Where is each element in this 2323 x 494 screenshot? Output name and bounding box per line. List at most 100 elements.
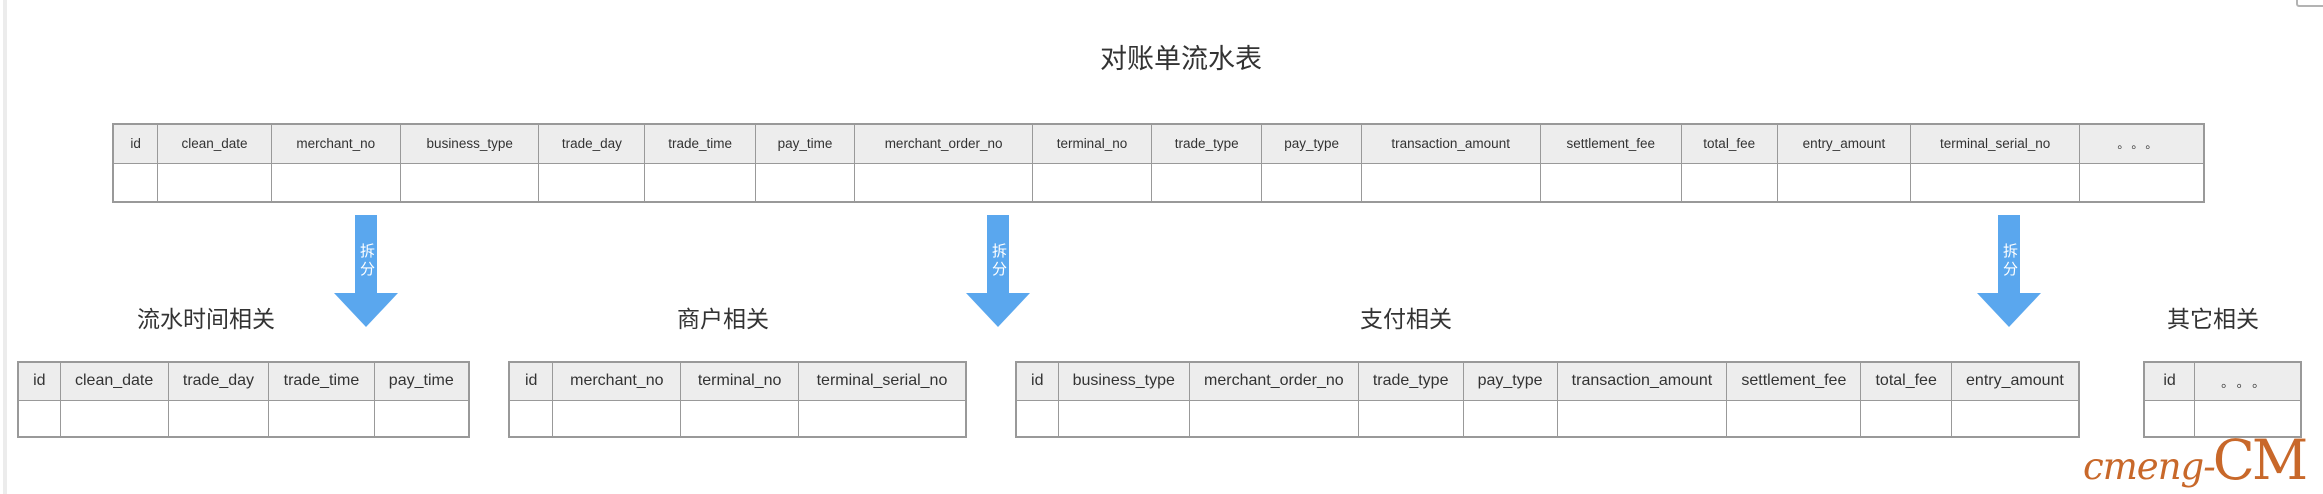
- column-header: trade_type: [1150, 123, 1263, 164]
- watermark-suffix: CM: [2212, 428, 2308, 492]
- empty-cell: [680, 399, 799, 438]
- column-header: pay_type: [1261, 123, 1362, 164]
- empty-cell: [1680, 162, 1778, 203]
- empty-cell: [1860, 399, 1952, 438]
- empty-cell: [17, 399, 61, 438]
- subtable-title-pay: 支付相关: [1360, 306, 1452, 332]
- watermark-prefix: cmeng-: [2083, 445, 2216, 488]
- empty-cell: [1556, 399, 1728, 438]
- split-arrow: 拆分: [334, 215, 398, 327]
- column-header: id: [112, 123, 159, 164]
- empty-cell: [59, 399, 169, 438]
- column-header: merchant_no: [552, 361, 682, 401]
- arrow-head-icon: [334, 293, 398, 327]
- empty-cell: [1950, 399, 2080, 438]
- empty-cell: [157, 162, 272, 203]
- column-header: terminal_serial_no: [1910, 123, 2080, 164]
- column-header: pay_type: [1462, 361, 1558, 401]
- column-header: merchant_order_no: [854, 123, 1033, 164]
- split-arrow-label: 拆分: [990, 243, 1007, 279]
- column-header: 。。。: [2078, 123, 2205, 164]
- column-header: merchant_order_no: [1188, 361, 1359, 401]
- column-header: pay_time: [373, 361, 470, 401]
- empty-cell: [1057, 399, 1190, 438]
- diagram-title: 对账单流水表: [1100, 44, 1262, 74]
- empty-cell: [1462, 399, 1558, 438]
- column-header: id: [508, 361, 554, 401]
- empty-cell: [1910, 162, 2080, 203]
- column-header: trade_day: [167, 361, 270, 401]
- split-arrow-label: 拆分: [358, 243, 375, 279]
- arrow-shaft: 拆分: [987, 215, 1009, 293]
- arrow-head-icon: [1977, 293, 2041, 327]
- column-header: total_fee: [1680, 123, 1778, 164]
- split-arrow-label: 拆分: [2001, 243, 2018, 279]
- empty-cell: [508, 399, 554, 438]
- column-header: pay_time: [754, 123, 856, 164]
- column-header: entry_amount: [1950, 361, 2080, 401]
- arrow-shaft: 拆分: [355, 215, 377, 293]
- empty-cell: [854, 162, 1033, 203]
- column-header: clean_date: [157, 123, 272, 164]
- empty-cell: [1150, 162, 1263, 203]
- column-header: transaction_amount: [1556, 361, 1728, 401]
- column-header: terminal_no: [680, 361, 799, 401]
- column-header: trade_time: [268, 361, 375, 401]
- column-header: business_type: [399, 123, 540, 164]
- empty-cell: [2194, 399, 2302, 438]
- empty-cell: [268, 399, 375, 438]
- arrow-head-icon: [966, 293, 1030, 327]
- split-arrow: 拆分: [1977, 215, 2041, 327]
- column-header: business_type: [1057, 361, 1190, 401]
- column-header: trade_time: [644, 123, 756, 164]
- empty-cell: [373, 399, 470, 438]
- top-right-box-fragment: [2296, 0, 2323, 7]
- column-header: id: [17, 361, 61, 401]
- column-header: settlement_fee: [1726, 361, 1862, 401]
- empty-cell: [1032, 162, 1152, 203]
- empty-cell: [399, 162, 540, 203]
- empty-cell: [1261, 162, 1362, 203]
- column-header: merchant_no: [270, 123, 401, 164]
- empty-cell: [644, 162, 756, 203]
- empty-cell: [797, 399, 967, 438]
- column-header: trade_type: [1357, 361, 1464, 401]
- empty-cell: [1015, 399, 1059, 438]
- empty-cell: [1357, 399, 1464, 438]
- empty-cell: [1776, 162, 1912, 203]
- empty-cell: [270, 162, 401, 203]
- empty-cell: [1188, 399, 1359, 438]
- split-arrow: 拆分: [966, 215, 1030, 327]
- empty-cell: [112, 162, 159, 203]
- watermark: cmeng- CM: [2083, 428, 2308, 492]
- column-header: 。。。: [2194, 361, 2302, 401]
- subtable-title-time: 流水时间相关: [137, 306, 275, 332]
- content-left-border-line: [3, 0, 7, 494]
- subtable-other: id。。。: [2143, 361, 2302, 438]
- column-header: terminal_no: [1032, 123, 1152, 164]
- column-header: clean_date: [59, 361, 169, 401]
- empty-cell: [1539, 162, 1682, 203]
- empty-cell: [538, 162, 646, 203]
- subtable-title-other: 其它相关: [2167, 306, 2259, 332]
- empty-cell: [754, 162, 856, 203]
- arrow-shaft: 拆分: [1998, 215, 2020, 293]
- subtable-title-merchant: 商户相关: [677, 306, 769, 332]
- empty-cell: [2143, 399, 2196, 438]
- column-header: settlement_fee: [1539, 123, 1682, 164]
- empty-cell: [552, 399, 682, 438]
- empty-cell: [2078, 162, 2205, 203]
- column-header: trade_day: [538, 123, 646, 164]
- empty-cell: [1360, 162, 1541, 203]
- column-header: id: [1015, 361, 1059, 401]
- column-header: id: [2143, 361, 2196, 401]
- column-header: entry_amount: [1776, 123, 1912, 164]
- column-header: transaction_amount: [1360, 123, 1541, 164]
- column-header: total_fee: [1860, 361, 1952, 401]
- empty-cell: [167, 399, 270, 438]
- column-header: terminal_serial_no: [797, 361, 967, 401]
